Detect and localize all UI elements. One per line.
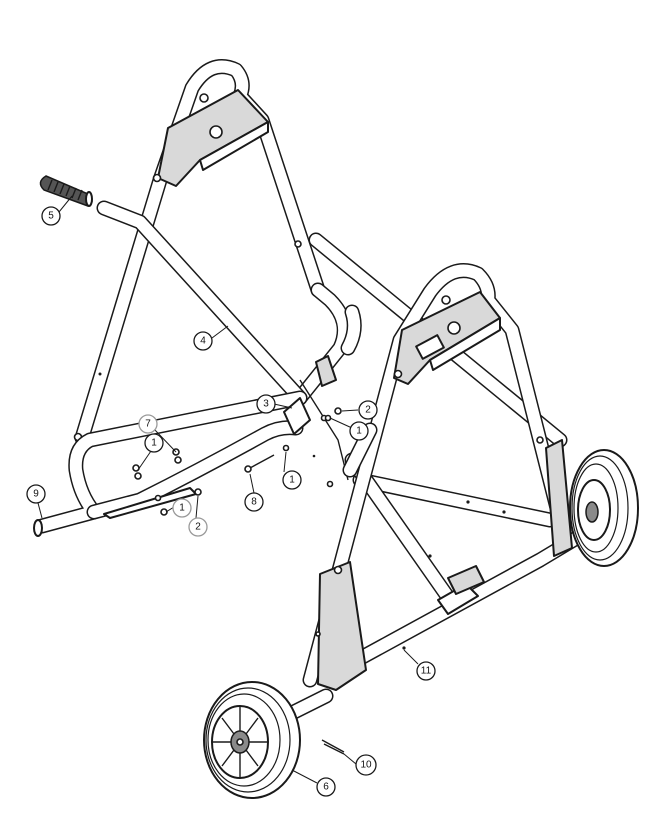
callout-1-lower: 1	[172, 498, 192, 518]
rear-a-frame	[73, 59, 326, 446]
callout-2-top: 2	[358, 400, 378, 420]
svg-text:11: 11	[421, 666, 432, 677]
callout-1-left: 1	[144, 433, 164, 453]
hinge-bracket	[283, 355, 349, 488]
svg-text:8: 8	[251, 497, 257, 508]
left-wheel	[203, 681, 301, 799]
front-a-frame	[302, 263, 573, 691]
rear-bracket-hole	[209, 125, 223, 139]
callout-1-right: 1	[349, 421, 369, 441]
front-bracket-slot	[415, 334, 445, 360]
callout-7: 7	[138, 414, 158, 434]
callout-1-center: 1	[282, 470, 302, 490]
callout-2-lower: 2	[188, 517, 208, 537]
svg-text:9: 9	[33, 489, 39, 500]
cross-brace	[96, 200, 308, 406]
leader-lines	[37, 195, 419, 784]
callout-10: 10	[355, 754, 377, 776]
svg-text:2: 2	[365, 405, 371, 416]
svg-text:7: 7	[145, 419, 151, 430]
svg-text:1: 1	[179, 503, 185, 514]
callout-8: 8	[244, 492, 264, 512]
callout-11: 11	[416, 661, 436, 681]
callout-4: 4	[193, 331, 213, 351]
handle-end-cap	[33, 519, 43, 537]
svg-text:5: 5	[48, 211, 54, 222]
handle-loop	[292, 282, 362, 406]
hardware	[132, 407, 345, 755]
callout-bubbles: 5 4 3 2 1 1 8 7	[26, 206, 436, 797]
bolt-8	[249, 454, 275, 469]
callout-5: 5	[41, 206, 61, 226]
callout-9: 9	[26, 484, 46, 504]
svg-text:10: 10	[360, 760, 372, 771]
right-wheel	[569, 449, 639, 567]
svg-text:2: 2	[195, 522, 201, 533]
svg-text:1: 1	[289, 475, 295, 486]
tow-handle	[33, 390, 308, 537]
callout-6: 6	[316, 777, 336, 797]
svg-text:3: 3	[263, 399, 269, 410]
nut	[334, 407, 342, 415]
front-foot-left	[317, 561, 367, 691]
svg-text:4: 4	[200, 336, 206, 347]
svg-text:6: 6	[323, 782, 329, 793]
callout-3: 3	[256, 394, 276, 414]
front-foot-right	[545, 439, 573, 557]
hand-grip	[39, 175, 93, 207]
svg-text:1: 1	[356, 426, 362, 437]
svg-text:1: 1	[151, 438, 157, 449]
cotter-pin-10	[321, 739, 345, 755]
